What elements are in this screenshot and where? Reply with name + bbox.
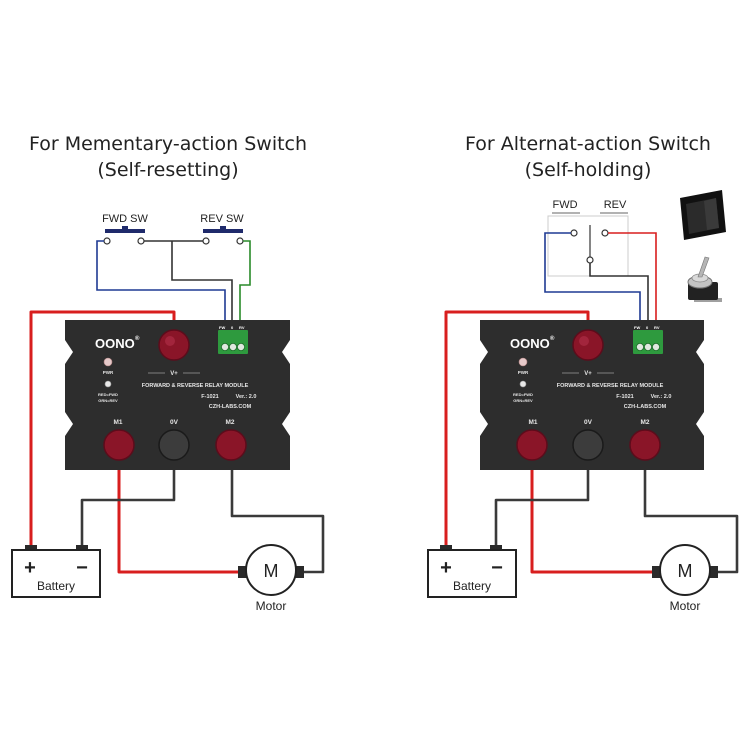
m1-label: M1	[113, 419, 122, 426]
motor-label: Motor	[670, 599, 701, 613]
right-panel: For Alternat-action Switch (Self-holding…	[427, 133, 739, 613]
vplus-post-highlight	[579, 336, 589, 346]
vplus-label: V+	[170, 371, 178, 377]
alternate-action-switch[interactable]: FWD REV	[547, 199, 629, 277]
module-model: F-1021	[201, 394, 218, 400]
battery-minus: −	[491, 557, 503, 579]
brand-mark: ®	[135, 335, 140, 342]
m2-label: M2	[640, 419, 649, 426]
status-led	[519, 380, 527, 388]
led-legend-2: GRN=REV	[98, 398, 118, 403]
ov-terminal-post[interactable]	[158, 429, 190, 461]
motor-symbol: M	[678, 561, 693, 581]
rocker-switch-image	[680, 190, 726, 240]
terminal-screw-0[interactable]	[228, 342, 237, 351]
fwd-switch-label: FWD	[552, 199, 577, 211]
battery-plus: +	[440, 557, 452, 579]
m2-label: M2	[225, 419, 234, 426]
terminal-label-fw: FW	[634, 325, 640, 330]
led-legend-1: RED=FWD	[98, 392, 118, 397]
terminal-label-0: 0	[646, 325, 649, 330]
left-motor: M Motor	[238, 544, 304, 613]
rev-switch-label: REV	[604, 199, 627, 211]
battery-label: Battery	[453, 579, 491, 593]
right-relay-module: OONO ® V+ PWR RED=FWD GRN=REV FORWARD & …	[480, 320, 704, 470]
terminal-screw-0[interactable]	[644, 342, 653, 351]
vplus-post-highlight	[165, 336, 175, 346]
rev-push-button[interactable]	[202, 226, 244, 245]
brand-logo: OONO	[95, 336, 135, 351]
ov-label: 0V	[584, 419, 593, 426]
module-name: FORWARD & REVERSE RELAY MODULE	[557, 383, 664, 389]
left-panel: For Mementary-action Switch (Self-resett…	[11, 133, 325, 613]
pwr-label: PWR	[103, 370, 114, 375]
terminal-screw-rv[interactable]	[236, 342, 245, 351]
m1-label: M1	[528, 419, 537, 426]
right-motor: M Motor	[652, 544, 718, 613]
motor-symbol: M	[264, 561, 279, 581]
motor-label: Motor	[256, 599, 287, 613]
m2-terminal-post[interactable]	[215, 429, 247, 461]
left-title-line2: (Self-resetting)	[97, 159, 238, 181]
terminal-label-0: 0	[231, 325, 234, 330]
module-version: Ver.: 2.0	[651, 394, 672, 400]
rev-switch-label: REV SW	[200, 213, 244, 225]
battery-minus: −	[76, 557, 88, 579]
pwr-led	[103, 357, 113, 367]
terminal-label-rv: RV	[239, 325, 245, 330]
m2-terminal-post[interactable]	[629, 429, 661, 461]
terminal-label-rv: RV	[654, 325, 660, 330]
ov-label: 0V	[170, 419, 179, 426]
terminal-screw-rv[interactable]	[652, 342, 661, 351]
pwr-label: PWR	[518, 370, 529, 375]
m1-terminal-post[interactable]	[103, 429, 135, 461]
module-website: CZH-LABS.COM	[624, 404, 667, 410]
toggle-switch-image	[687, 256, 722, 302]
module-website: CZH-LABS.COM	[209, 404, 252, 410]
battery-plus: +	[24, 557, 36, 579]
led-legend-1: RED=FWD	[513, 392, 533, 397]
ov-terminal-post[interactable]	[572, 429, 604, 461]
fwd-push-button[interactable]	[103, 226, 145, 245]
battery-label: Battery	[37, 579, 75, 593]
pwr-led	[518, 357, 528, 367]
module-version: Ver.: 2.0	[236, 394, 257, 400]
vplus-terminal-post[interactable]	[158, 329, 190, 361]
terminal-label-fw: FW	[219, 325, 225, 330]
led-legend-2: GRN=REV	[513, 398, 533, 403]
vplus-label: V+	[584, 371, 592, 377]
brand-mark: ®	[550, 335, 555, 342]
terminal-screw-fw[interactable]	[220, 342, 229, 351]
left-relay-module: OONO ® V+ PWR RED=FWD GRN=REV FORWARD & …	[65, 320, 290, 470]
terminal-screw-fw[interactable]	[636, 342, 645, 351]
m1-terminal-post[interactable]	[516, 429, 548, 461]
module-model: F-1021	[616, 394, 633, 400]
brand-logo: OONO	[510, 336, 550, 351]
module-name: FORWARD & REVERSE RELAY MODULE	[142, 383, 249, 389]
right-title-line2: (Self-holding)	[525, 159, 652, 181]
status-led	[104, 380, 112, 388]
right-title-line1: For Alternat-action Switch	[465, 133, 711, 155]
left-battery: + − Battery	[11, 545, 101, 598]
fwd-switch-label: FWD SW	[102, 213, 148, 225]
left-switch-wires	[96, 240, 251, 330]
right-battery: + − Battery	[427, 545, 517, 598]
left-title-line1: For Mementary-action Switch	[29, 133, 307, 155]
vplus-terminal-post[interactable]	[572, 329, 604, 361]
right-switch-wires	[544, 232, 657, 332]
